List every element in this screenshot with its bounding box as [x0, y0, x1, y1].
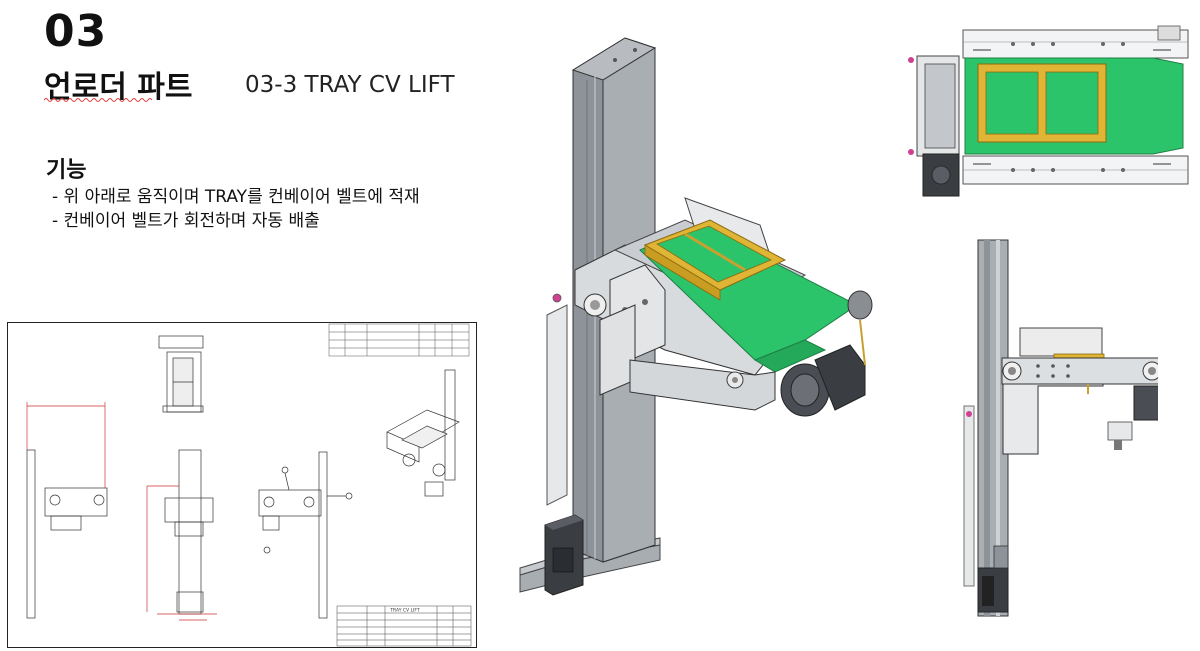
engineering-drawing-sheet: TRAY CV LIFT [7, 322, 477, 648]
function-bullet-1: - 위 아래로 움직이며 TRAY를 컨베이어 벨트에 적재 [52, 187, 420, 207]
function-heading: 기능 [46, 158, 87, 183]
section-number: 03 [44, 6, 108, 57]
front-view-left [26, 402, 108, 619]
top-view-render [908, 25, 1189, 197]
side-view-render [963, 239, 1158, 617]
parts-list-table [328, 323, 470, 357]
page-subtitle: 03-3 TRAY CV LIFT [245, 72, 455, 98]
front-view-center [146, 449, 217, 621]
title-block-label: TRAY CV LIFT [389, 608, 420, 614]
function-bullet-2: - 컨베이어 벨트가 회전하며 자동 배출 [52, 211, 320, 231]
isometric-view [386, 369, 460, 497]
title-block [336, 605, 472, 647]
lift-isometric-render [519, 37, 873, 596]
spellcheck-underline [44, 98, 153, 102]
plan-view [158, 335, 204, 413]
side-view-right [258, 451, 353, 619]
